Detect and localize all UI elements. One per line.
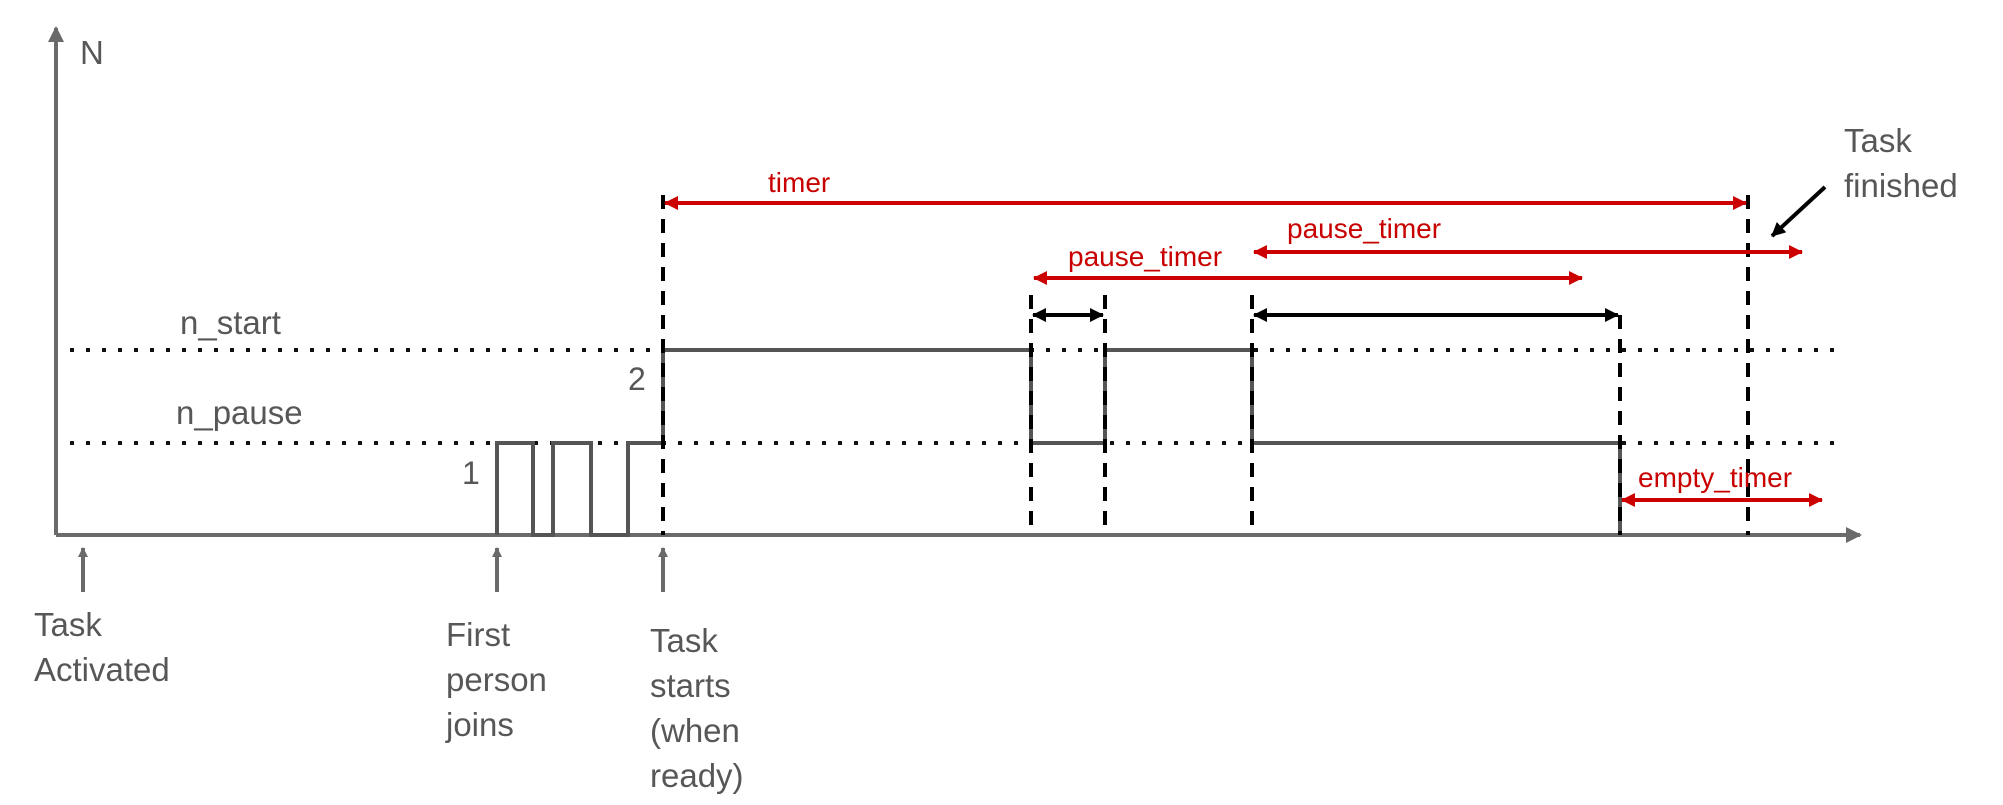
timer-label: timer: [768, 167, 830, 198]
empty-timer-label: empty_timer: [1638, 462, 1792, 493]
n-start-label: n_start: [180, 304, 281, 341]
task-starts-label: Task starts (when ready): [650, 622, 749, 794]
y-axis-label: N: [80, 34, 104, 71]
pause-timer-label-2: pause_timer: [1287, 213, 1441, 244]
pause-timer-label-1: pause_timer: [1068, 241, 1222, 272]
participant-count-signal: [495, 348, 1622, 537]
task-finished-label: Task finished: [1844, 122, 1958, 204]
task-finished-arrow-icon: [1770, 185, 1827, 238]
level-2-label: 2: [628, 361, 646, 397]
task-activated-label: Task Activated: [34, 606, 170, 688]
first-person-joins-label: First person joins: [445, 616, 556, 743]
n-pause-label: n_pause: [176, 394, 303, 431]
level-1-label: 1: [462, 455, 480, 491]
